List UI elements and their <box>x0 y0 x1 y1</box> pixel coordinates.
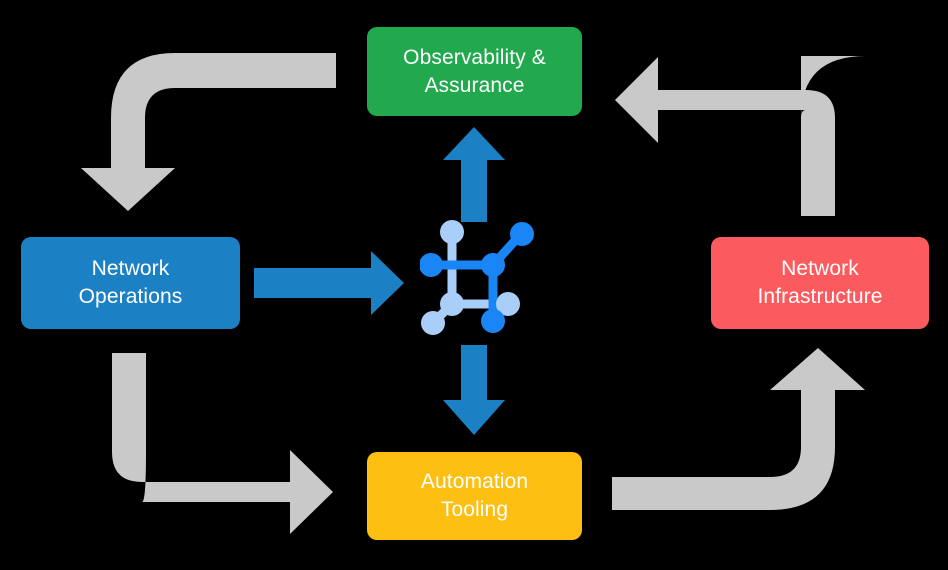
box-network-infrastructure[interactable]: Network Infrastructure <box>711 237 929 329</box>
arrow-observability-to-operations <box>81 53 336 211</box>
box-observability-label: Observability & Assurance <box>403 45 546 97</box>
network-mesh-icon <box>420 220 534 335</box>
arrow-automation-to-infrastructure <box>612 348 865 510</box>
arrow-center-to-observability <box>443 127 505 222</box>
box-automation-tooling[interactable]: Automation Tooling <box>367 452 582 540</box>
box-observability-assurance[interactable]: Observability & Assurance <box>367 27 582 116</box>
box-network-operations[interactable]: Network Operations <box>21 237 240 329</box>
arrow-operations-to-center <box>254 251 404 315</box>
arrow-operations-to-automation <box>112 353 333 534</box>
box-automation-label: Automation Tooling <box>420 470 529 521</box>
arrow-center-to-automation <box>443 345 505 435</box>
box-infrastructure-label: Network Infrastructure <box>757 257 883 308</box>
arrow-infrastructure-to-observability-body <box>615 57 835 216</box>
box-operations-label: Network Operations <box>78 257 183 308</box>
